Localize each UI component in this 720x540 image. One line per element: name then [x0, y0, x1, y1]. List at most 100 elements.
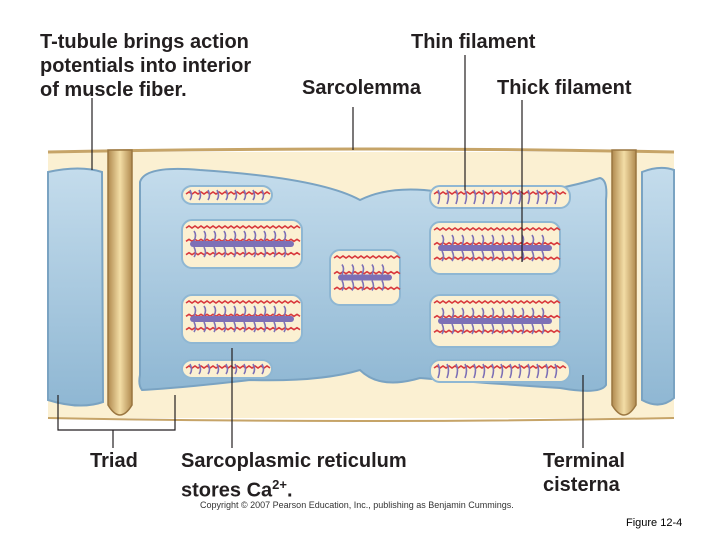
myosin-head [233, 246, 237, 258]
thin-filament [433, 300, 561, 304]
myosin-head [198, 363, 202, 375]
leader-lines [57, 55, 584, 448]
myosin-head [225, 189, 229, 201]
myosin-head [481, 250, 485, 262]
thin-filament [433, 329, 561, 334]
ttubule-label: T-tubule brings action potentials into i… [40, 31, 252, 101]
myosin-head [451, 307, 455, 319]
myosin-head [341, 264, 345, 275]
myosin-head [501, 307, 505, 319]
myosin-head [527, 189, 531, 205]
thick-filament-label: Thick filament [497, 77, 632, 99]
myosin-head [223, 321, 227, 333]
myosin-head [243, 230, 247, 242]
myosin-head [273, 246, 277, 258]
myosin-head [263, 230, 267, 242]
myosin-head [446, 363, 450, 379]
myosin-head [223, 305, 227, 317]
myosin-head [509, 189, 513, 205]
myosin-head [198, 189, 202, 201]
myosin-head [263, 321, 267, 333]
myosin-head [541, 323, 545, 335]
myosin-head [518, 189, 522, 205]
thin-filament [433, 191, 567, 195]
myosin-head [351, 280, 355, 291]
myosin-head [253, 321, 257, 333]
myosin-head [273, 230, 277, 242]
myosin-head [243, 363, 247, 375]
triad-bracket [57, 395, 176, 431]
myosin-head [531, 234, 535, 246]
myosin-head [193, 246, 197, 258]
myosin-head [545, 189, 549, 205]
myosin-head [243, 246, 247, 258]
myosin-head [531, 250, 535, 262]
sr-windows [181, 185, 571, 383]
thin-filament [433, 227, 561, 231]
myosin-head [501, 250, 505, 262]
myosin-head [213, 246, 217, 258]
myosin-head [261, 363, 265, 375]
myosin-head [451, 250, 455, 262]
myosin-head [482, 363, 486, 379]
sr-label: Sarcoplasmic reticulum stores Ca2+. [181, 450, 407, 502]
myosin-head [234, 363, 238, 375]
myosin-head [253, 246, 257, 258]
myosin-head [207, 189, 211, 201]
myosin-head [193, 230, 197, 242]
myosin-head [518, 363, 522, 379]
myosin-head [500, 363, 504, 379]
myosin-head [482, 189, 486, 205]
myosin-head [371, 264, 375, 275]
myosin-head [481, 323, 485, 335]
myosin-head [351, 264, 355, 275]
sarcolemma-membrane [47, 147, 675, 154]
myosin-head [531, 323, 535, 335]
myosin-head [446, 189, 450, 205]
myosin-head [491, 307, 495, 319]
myosin-head [461, 323, 465, 335]
myosin-head [189, 363, 193, 375]
sr-left-edge [47, 167, 105, 407]
myosin-head [371, 280, 375, 291]
myosin-head [341, 280, 345, 291]
thin-filament [333, 255, 401, 259]
myosin-head [437, 189, 441, 205]
myosin-head [455, 189, 459, 205]
myosin-head [521, 307, 525, 319]
myosin-head [203, 321, 207, 333]
myosin-head [521, 323, 525, 335]
myosin-head [207, 363, 211, 375]
myosin-head [381, 264, 385, 275]
myosin-head [541, 234, 545, 246]
myosin-head [381, 280, 385, 291]
t-tubule-right [611, 149, 637, 416]
thin-filament [185, 225, 301, 229]
figure-caption: Figure 12-4 [626, 517, 683, 529]
myosin-head [451, 234, 455, 246]
myosin-head [193, 321, 197, 333]
thick-filament [190, 241, 294, 247]
myosin-head [491, 363, 495, 379]
myosin-head [473, 189, 477, 205]
myosin-head [193, 305, 197, 317]
myosin-head [455, 363, 459, 379]
myosin-head [554, 363, 558, 379]
thick-filament [190, 316, 294, 322]
myosin-head [189, 189, 193, 201]
myosin-head [283, 305, 287, 317]
thin-filament [185, 300, 301, 304]
myosin-head [471, 323, 475, 335]
myosin-head [263, 305, 267, 317]
myosin-head [361, 264, 365, 275]
copyright-notice: Copyright © 2007 Pearson Education, Inc.… [200, 500, 514, 510]
myosin-head [531, 307, 535, 319]
myosin-head [273, 321, 277, 333]
myosin-head [464, 363, 468, 379]
thin-filament [333, 270, 401, 275]
myosin-head [527, 363, 531, 379]
myosin-head [243, 189, 247, 201]
myosin-head [253, 230, 257, 242]
myosin-head [461, 234, 465, 246]
myosin-head [509, 363, 513, 379]
